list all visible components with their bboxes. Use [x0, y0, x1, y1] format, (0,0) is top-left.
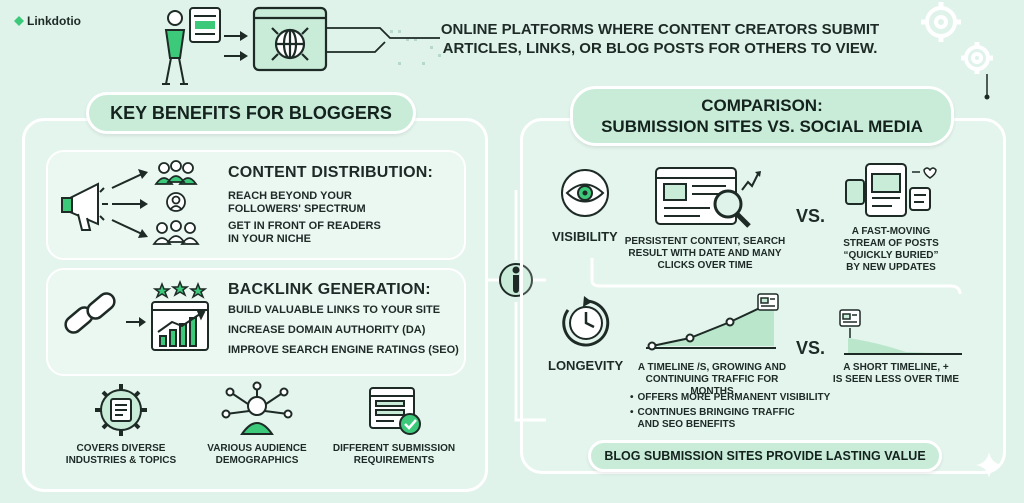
brand-logo: Linkdotio	[14, 14, 81, 28]
social-visibility-description: A FAST-MOVING STREAM OF POSTS “QUICKLY B…	[826, 226, 956, 274]
person-icon	[162, 10, 188, 85]
header-illustration	[162, 6, 449, 85]
sparkle-icon	[976, 452, 1002, 478]
backlink-bullet-1: BUILD VALUABLE LINKS TO YOUR SITE	[228, 304, 441, 316]
feature-industries: COVERS DIVERSE INDUSTRIES & TOPICS	[56, 443, 186, 467]
browser-window-icon	[189, 7, 221, 43]
gears-icon	[921, 2, 993, 100]
distribution-illustration	[61, 160, 200, 245]
header-description: ONLINE PLATFORMS WHERE CONTENT CREATORS …	[430, 20, 890, 58]
center-connector	[488, 190, 546, 422]
distribution-bullet-2-line-2: IN YOUR NICHE	[228, 233, 311, 245]
longevity-label: LONGEVITY	[548, 358, 624, 373]
bullet-dot-icon: •	[630, 407, 634, 418]
social-feed-icon	[845, 163, 937, 217]
social-visibility-line-3: “QUICKLY BURIED”	[843, 250, 939, 261]
visibility-description: PERSISTENT CONTENT, SEARCH RESULT WITH D…	[620, 236, 790, 272]
longevity-bullets: • OFFERS MORE PERMANENT VISIBILITY • CON…	[630, 392, 830, 431]
clock-refresh-icon	[562, 296, 610, 347]
megaphone-icon	[61, 182, 108, 231]
distribution-bullet-1-line-1: REACH BEYOND YOUR	[228, 190, 352, 202]
social-longevity-line-1: A SHORT TIMELINE, +	[843, 362, 949, 373]
visibility-vs: VS.	[796, 206, 826, 226]
feature-requirements-line-1: DIFFERENT SUBMISSION	[332, 443, 456, 454]
growth-timeline-chart	[646, 293, 779, 351]
feature-audience: VARIOUS AUDIENCE DEMOGRAPHICS	[192, 443, 322, 467]
bullet-dot-icon: •	[630, 392, 634, 403]
eye-icon	[561, 169, 609, 217]
logo-mark-icon	[14, 16, 24, 26]
feature-requirements-line-2: REQUIREMENTS	[353, 455, 435, 466]
benefits-title-text: KEY BENEFITS FOR BLOGGERS	[110, 102, 392, 123]
comparison-title: COMPARISON: SUBMISSION SITES VS. SOCIAL …	[570, 86, 954, 146]
social-visibility-line-2: STREAM OF POSTS	[843, 238, 939, 249]
longevity-bullet-1: • OFFERS MORE PERMANENT VISIBILITY	[630, 392, 830, 404]
row-divider	[590, 258, 962, 295]
visibility-description-line-3: CLICKS OVER TIME	[657, 260, 753, 271]
social-longevity-description: A SHORT TIMELINE, + IS SEEN LESS OVER TI…	[826, 362, 966, 386]
distribution-bullet-2-line-1: GET IN FRONT OF READERS	[228, 220, 381, 232]
feature-industries-line-2: INDUSTRIES & TOPICS	[65, 455, 177, 466]
globe-window-icon	[252, 6, 328, 72]
visibility-description-line-1: PERSISTENT CONTENT, SEARCH	[624, 236, 786, 247]
backlink-bullet-2: INCREASE DOMAIN AUTHORITY (DA)	[228, 324, 426, 336]
backlink-title: BACKLINK GENERATION:	[228, 281, 431, 298]
feature-industries-line-1: COVERS DIVERSE	[76, 443, 166, 454]
audience-network-icon	[221, 381, 293, 435]
feature-requirements: DIFFERENT SUBMISSION REQUIREMENTS	[326, 443, 462, 467]
lasting-value-text: BLOG SUBMISSION SITES PROVIDE LASTING VA…	[604, 449, 926, 463]
form-check-icon	[369, 387, 421, 435]
social-visibility-line-1: A FAST-MOVING	[851, 226, 931, 237]
distribution-bullet-1: REACH BEYOND YOUR FOLLOWERS' SPECTRUM	[228, 190, 366, 216]
benefits-title: KEY BENEFITS FOR BLOGGERS	[86, 92, 416, 134]
longevity-vs: VS.	[796, 338, 826, 358]
lasting-value-banner: BLOG SUBMISSION SITES PROVIDE LASTING VA…	[588, 440, 942, 472]
backlink-generation-card	[46, 268, 466, 376]
header-line-1: ONLINE PLATFORMS WHERE CONTENT CREATORS …	[440, 21, 880, 38]
chain-link-icon	[64, 292, 116, 334]
comparison-title-line-1: COMPARISON:	[701, 96, 823, 115]
gear-document-icon	[95, 384, 147, 436]
decay-timeline-chart	[839, 309, 962, 355]
brand-name: Linkdotio	[27, 14, 81, 28]
star-rating-icon	[152, 279, 208, 299]
distribution-title: CONTENT DISTRIBUTION:	[228, 164, 434, 181]
backlink-illustration	[64, 279, 209, 351]
feature-audience-line-1: VARIOUS AUDIENCE	[207, 443, 307, 454]
distribution-bullet-2: GET IN FRONT OF READERS IN YOUR NICHE	[228, 220, 381, 246]
longevity-description-line-1: A TIMELINE /S, GROWING AND	[637, 362, 787, 373]
longevity-bullet-1-text: OFFERS MORE PERMANENT VISIBILITY	[637, 392, 831, 403]
comparison-title-line-2: SUBMISSION SITES VS. SOCIAL MEDIA	[601, 117, 923, 136]
growth-chart-window-icon	[151, 301, 209, 351]
longevity-bullet-2-line-1: CONTINUES BRINGING TRAFFIC	[637, 407, 795, 418]
search-results-window-icon	[655, 167, 761, 228]
visibility-description-line-2: RESULT WITH DATE AND MANY	[628, 248, 782, 259]
longevity-bullet-2: • CONTINUES BRINGING TRAFFIC AND SEO BEN…	[630, 407, 830, 431]
header-line-2: ARTICLES, LINKS, OR BLOG POSTS FOR OTHER…	[442, 40, 878, 57]
backlink-bullet-3: IMPROVE SEARCH ENGINE RATINGS (SEO)	[228, 344, 459, 356]
social-visibility-line-4: BY NEW UPDATES	[846, 262, 936, 273]
visibility-label: VISIBILITY	[552, 229, 618, 244]
feature-audience-line-2: DEMOGRAPHICS	[215, 455, 299, 466]
social-longevity-line-2: IS SEEN LESS OVER TIME	[832, 374, 960, 385]
longevity-description-line-2: CONTINUING TRAFFIC FOR MONTHS	[645, 374, 779, 397]
longevity-description: A TIMELINE /S, GROWING AND CONTINUING TR…	[624, 362, 800, 398]
audience-group-icon	[152, 160, 200, 245]
distribution-bullet-1-line-2: FOLLOWERS' SPECTRUM	[228, 203, 366, 215]
longevity-bullet-2-line-2: AND SEO BENEFITS	[637, 419, 736, 430]
